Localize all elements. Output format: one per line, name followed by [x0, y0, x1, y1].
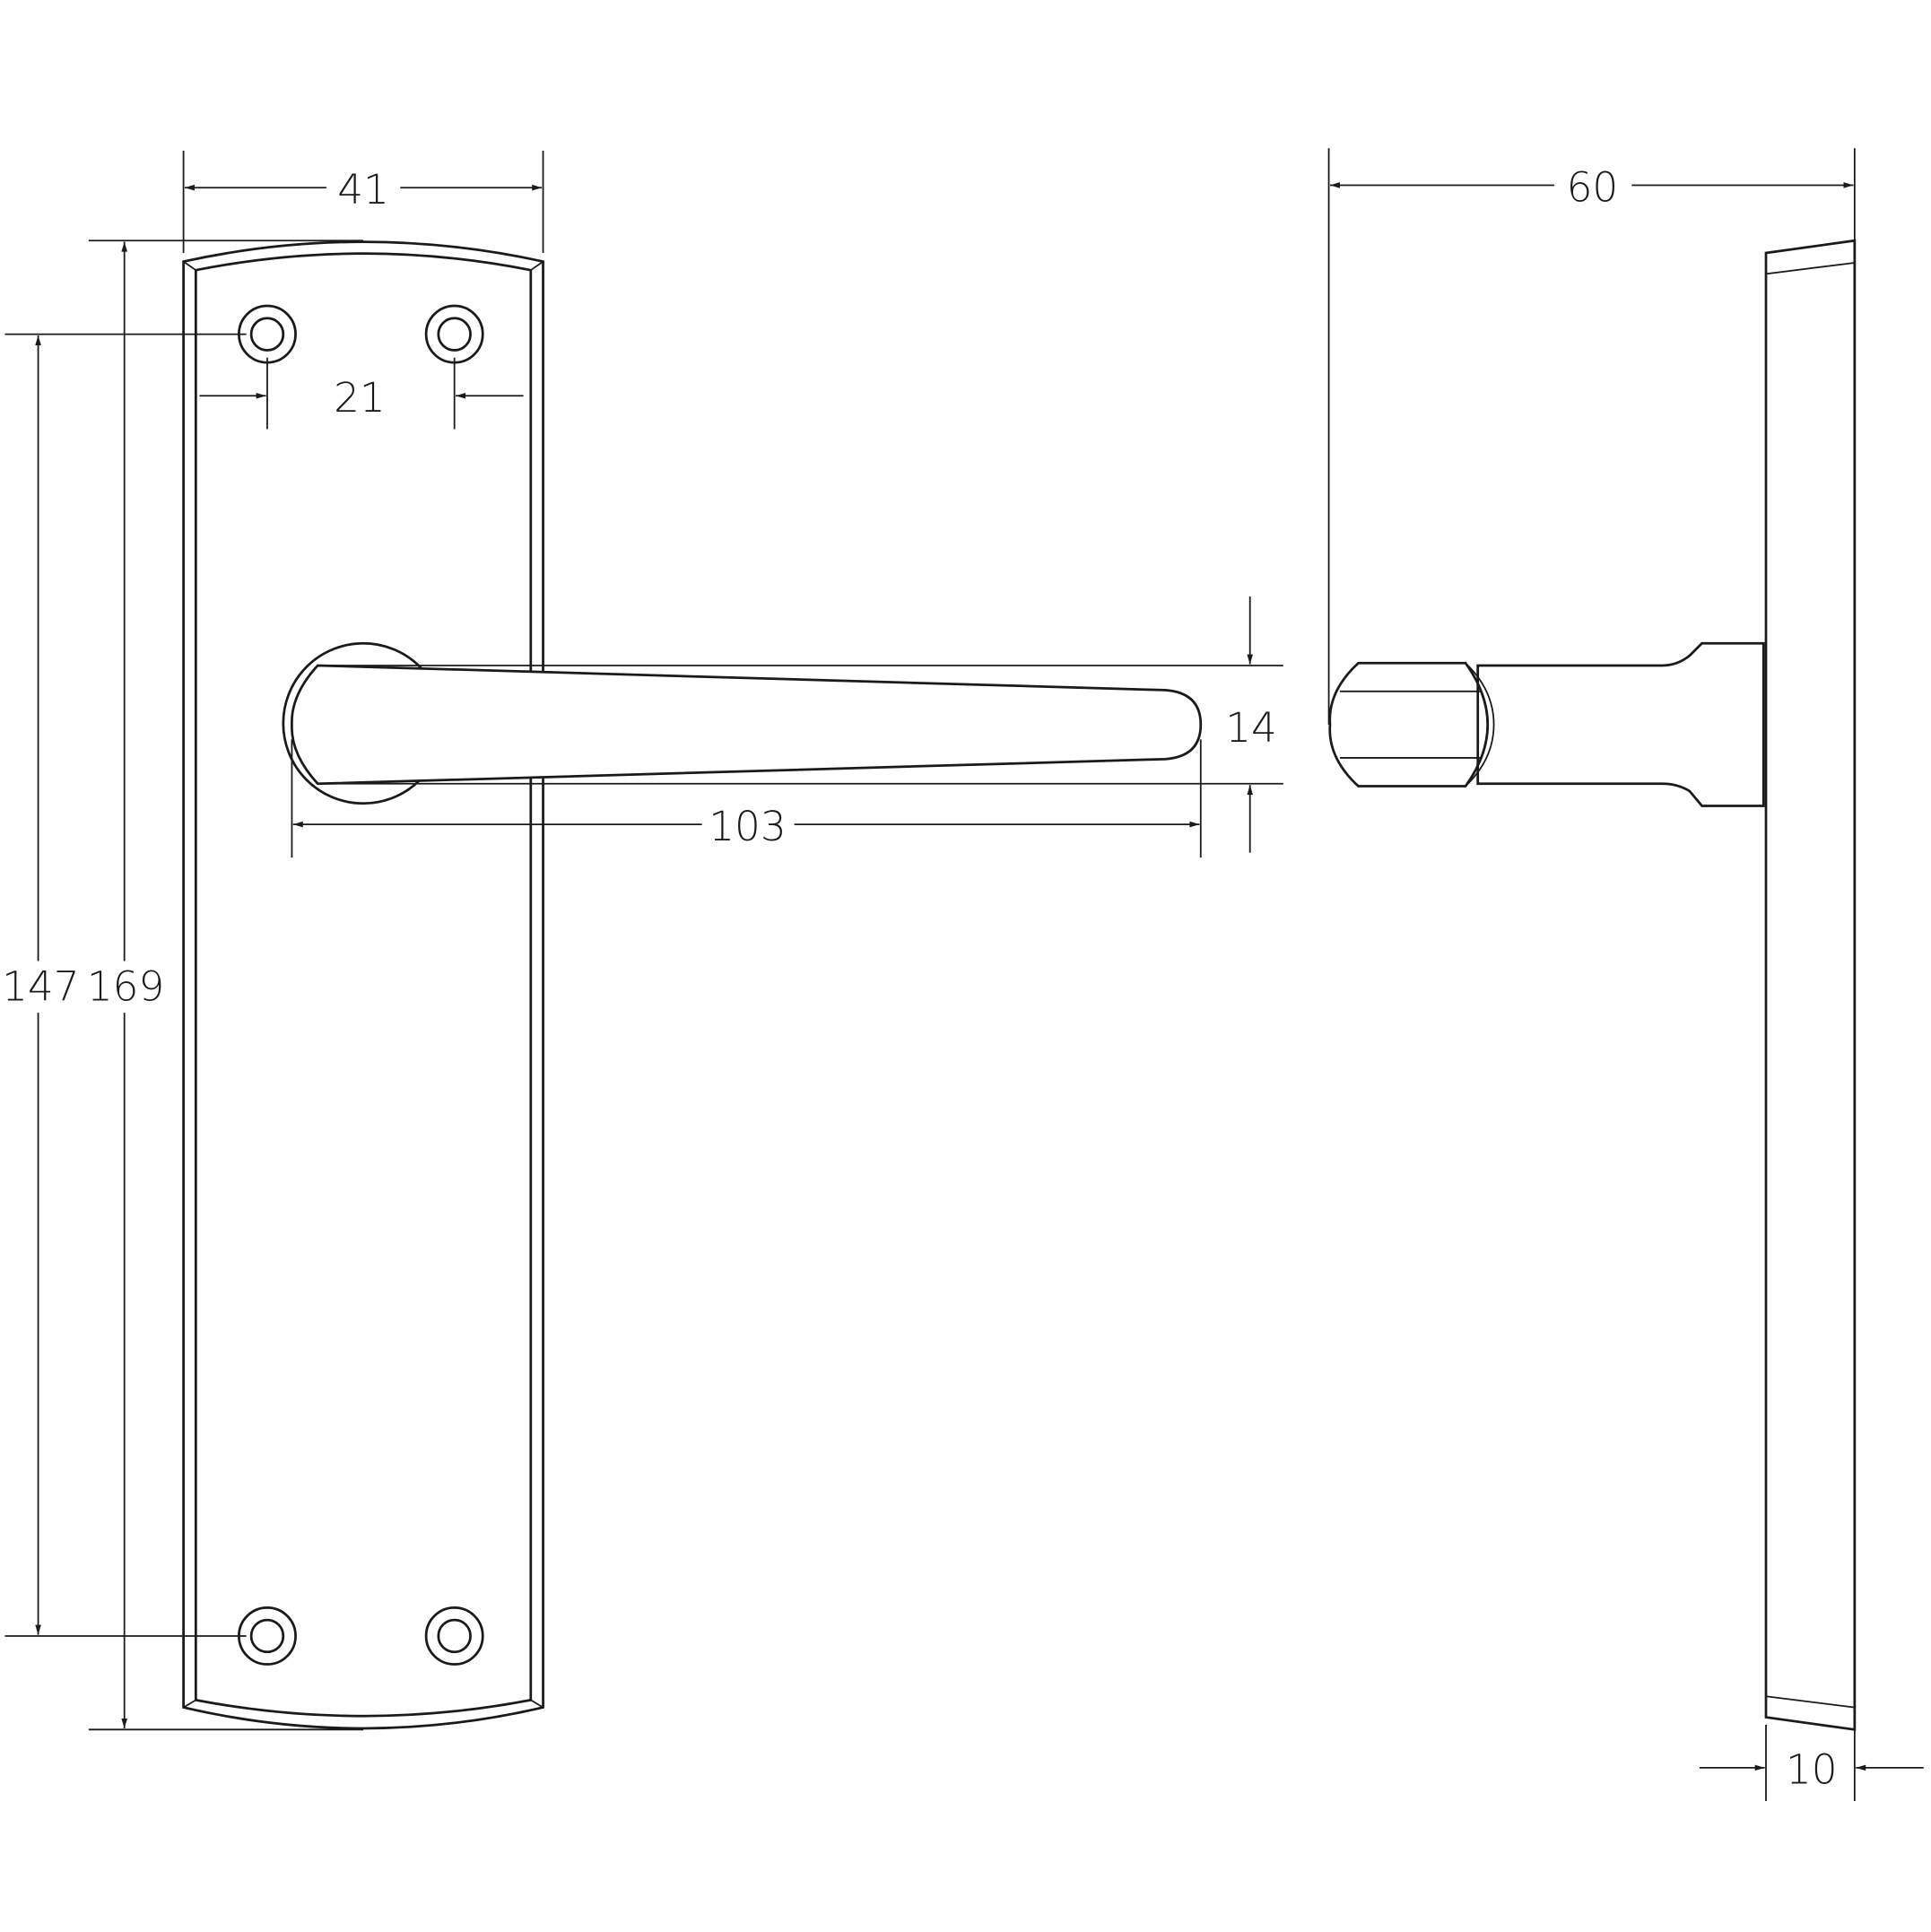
screw-hole-icon: [238, 304, 297, 364]
dimension-labels: 41 60 21 14 103 147 169 10: [2, 163, 1838, 1793]
screw-hole-icon: [238, 1606, 297, 1666]
front-lever: [282, 641, 1203, 805]
dim-lever-thickness: 14: [1225, 704, 1277, 752]
dim-hole-centres: 147: [2, 962, 79, 1010]
dim-hole-inset: 21: [334, 374, 386, 422]
dim-plate-width: 41: [337, 166, 389, 213]
dim-plate-thickness: 10: [1786, 1746, 1838, 1794]
dim-projection: 60: [1567, 163, 1619, 211]
front-backplate: [182, 240, 544, 1730]
screw-hole-icon: [424, 1606, 484, 1666]
screw-hole-icon: [424, 304, 484, 364]
screw-holes: [238, 304, 484, 1666]
dimension-lines: [4, 148, 1924, 1801]
dim-lever-length: 103: [709, 803, 786, 850]
dim-plate-height: 169: [87, 962, 164, 1010]
side-lever: [1328, 641, 1765, 807]
side-backplate: [1764, 239, 1857, 1731]
